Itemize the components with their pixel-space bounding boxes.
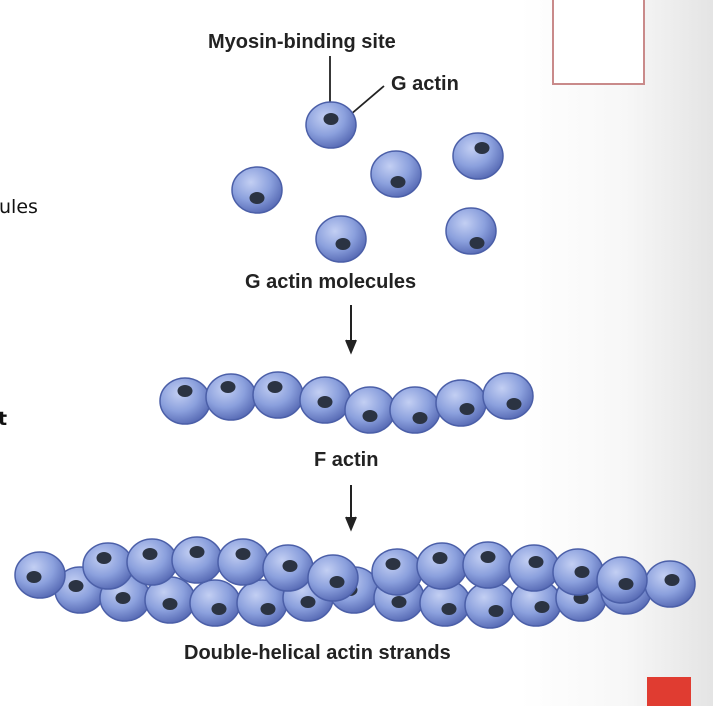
- g-actin-monomer: [305, 101, 357, 149]
- strand-monomer-upper: [462, 541, 514, 589]
- myosin-binding-site-dot: [385, 558, 401, 570]
- f-actin-monomer: [205, 373, 257, 421]
- myosin-binding-site-dot: [96, 552, 112, 564]
- myosin-binding-site-dot: [329, 576, 345, 588]
- myosin-binding-site-dot: [317, 396, 333, 408]
- strand-monomer-upper: [307, 554, 359, 602]
- myosin-binding-site-dot: [391, 596, 407, 608]
- myosin-binding-site-dot: [189, 546, 205, 558]
- myosin-binding-site-dot: [115, 592, 131, 604]
- strand-monomer-upper: [552, 548, 604, 596]
- myosin-binding-site-dot: [260, 603, 276, 615]
- myosin-binding-site-dot: [282, 560, 298, 572]
- decorative-frame: [552, 0, 645, 85]
- myosin-binding-site-dot: [323, 113, 339, 125]
- arrow-to-f-actin-head: [345, 339, 357, 355]
- myosin-binding-site-dot: [441, 603, 457, 615]
- strand-monomer-upper: [596, 556, 648, 604]
- myosin-binding-site-dot: [300, 596, 316, 608]
- f-actin-monomer: [344, 386, 396, 434]
- myosin-binding-site-dot: [390, 176, 406, 188]
- cropped-text-fragment-1: ules: [0, 196, 38, 218]
- g-actin-leader: [349, 85, 385, 116]
- process-arrows: [345, 305, 357, 532]
- f-actin-monomer: [435, 379, 487, 427]
- myosin-binding-site-dot: [432, 552, 448, 564]
- myosin-binding-site-dot: [534, 601, 550, 613]
- myosin-binding-site-dot: [474, 142, 490, 154]
- arrow-to-double-helix-head: [345, 516, 357, 532]
- myosin-binding-site-dot: [664, 574, 680, 586]
- f-actin-monomer: [482, 372, 534, 420]
- strand-monomer-upper: [217, 538, 269, 586]
- strand-monomer-upper: [262, 544, 314, 592]
- strand-monomer-lower: [510, 579, 562, 627]
- label-double-helical-strands: Double-helical actin strands: [184, 642, 451, 664]
- label-g-actin: G actin: [391, 73, 459, 95]
- f-actin-monomer: [252, 371, 304, 419]
- strand-monomer-upper: [82, 542, 134, 590]
- myosin-binding-site-dot: [506, 398, 522, 410]
- myosin-binding-site-dot: [26, 571, 42, 583]
- myosin-binding-site-dot: [267, 381, 283, 393]
- myosin-binding-site-dot: [177, 385, 193, 397]
- cropped-text-fragment-2: t: [0, 408, 8, 430]
- strand-monomer-upper: [371, 548, 423, 596]
- accent-square: [647, 677, 691, 706]
- myosin-binding-site-dot: [362, 410, 378, 422]
- myosin-binding-site-dot: [211, 603, 227, 615]
- strand-monomer-upper: [171, 536, 223, 584]
- myosin-binding-site-dot: [412, 412, 428, 424]
- g-actin-monomer: [231, 166, 283, 214]
- strand-monomer-lower: [464, 581, 516, 629]
- f-actin-monomer: [389, 386, 441, 434]
- myosin-binding-site-dot: [220, 381, 236, 393]
- myosin-binding-site-dot: [235, 548, 251, 560]
- label-f-actin: F actin: [314, 449, 379, 471]
- f-actin-monomer: [299, 376, 351, 424]
- label-myosin-binding-site: Myosin-binding site: [208, 31, 396, 53]
- myosin-binding-site-dot: [335, 238, 351, 250]
- strand-monomer-lower: [189, 579, 241, 627]
- myosin-binding-site-dot: [528, 556, 544, 568]
- g-actin-monomer: [445, 207, 497, 255]
- myosin-binding-site-dot: [68, 580, 84, 592]
- myosin-binding-site-dot: [142, 548, 158, 560]
- g-actin-monomer: [315, 215, 367, 263]
- myosin-binding-site-dot: [469, 237, 485, 249]
- label-g-actin-molecules: G actin molecules: [245, 271, 417, 293]
- helical-strand-top: [14, 536, 648, 604]
- free-g-actin-group: [231, 101, 504, 263]
- g-actin-monomer: [370, 150, 422, 198]
- g-actin-monomer: [452, 132, 504, 180]
- strand-monomer-upper: [126, 538, 178, 586]
- strand-monomer-upper: [508, 544, 560, 592]
- strand-monomer-upper: [14, 551, 66, 599]
- myosin-binding-site-dot: [480, 551, 496, 563]
- myosin-binding-site-dot: [574, 566, 590, 578]
- myosin-binding-site-dot: [249, 192, 265, 204]
- strand-monomer-lower: [644, 560, 696, 608]
- myosin-binding-site-dot: [162, 598, 178, 610]
- f-actin-chain: [159, 371, 534, 434]
- myosin-binding-site-dot: [459, 403, 475, 415]
- myosin-binding-site-dot: [618, 578, 634, 590]
- myosin-binding-site-dot: [488, 605, 504, 617]
- strand-monomer-upper: [416, 542, 468, 590]
- f-actin-monomer: [159, 377, 211, 425]
